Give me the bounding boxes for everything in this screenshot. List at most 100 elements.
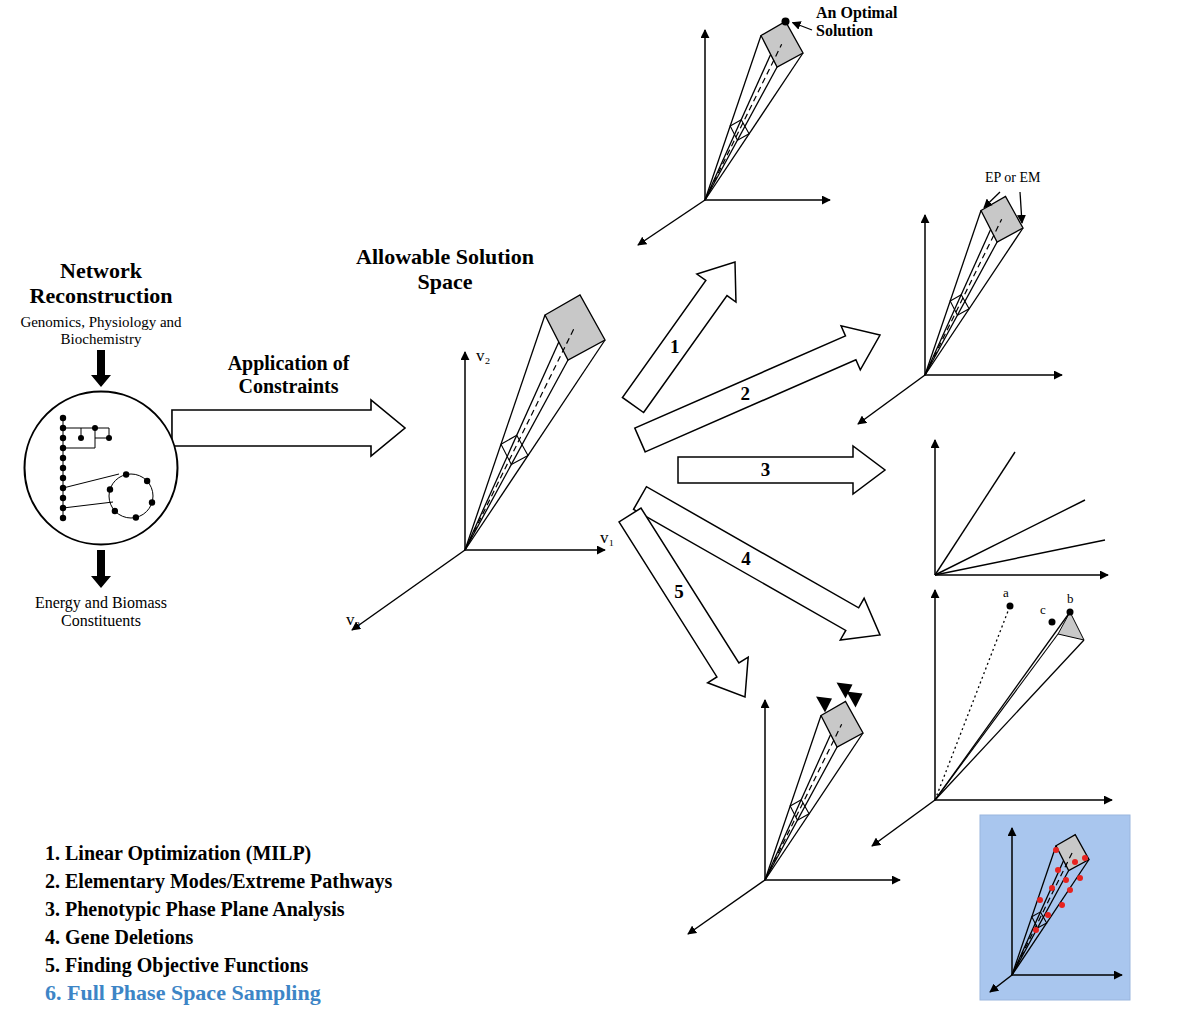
cone-axis — [465, 328, 575, 551]
solution-space-node: Allowable Solution Space — [405, 245, 620, 635]
metabolite-dot — [60, 415, 66, 421]
cone-axis — [1012, 853, 1072, 975]
metabolite-dot — [123, 471, 129, 477]
axis-line — [764, 700, 766, 880]
axis-line — [934, 440, 936, 575]
point-label: a — [1003, 586, 1009, 601]
callout-number: 1 — [670, 336, 680, 358]
list-item: 2. Elementary Modes/Extreme Pathways — [45, 870, 392, 893]
cone-axis — [925, 219, 1002, 375]
sample-dot — [1059, 902, 1065, 908]
deletion-line — [935, 606, 1010, 800]
solution-point — [1007, 603, 1014, 610]
metabolite-dot — [149, 499, 155, 505]
axis-line — [352, 550, 465, 630]
metabolite-dot — [60, 495, 66, 501]
cone-edge — [925, 228, 1023, 375]
cone-edge — [935, 640, 1084, 800]
axis-line — [638, 200, 705, 245]
objective-arrowhead — [847, 692, 863, 708]
list-item: 6. Full Phase Space Sampling — [45, 980, 321, 1005]
cone-axis — [765, 724, 842, 880]
metabolite-dot — [112, 508, 118, 514]
list-item: 1. Linear Optimization (MILP) — [45, 842, 311, 865]
sample-dot — [1077, 875, 1083, 881]
network-loop — [109, 474, 153, 518]
cone-axis — [705, 44, 782, 200]
callout-arrow — [793, 23, 813, 31]
cone-edge — [935, 634, 1058, 800]
cone-face — [545, 295, 605, 360]
metabolite-dot — [60, 425, 66, 431]
axis-line — [765, 879, 900, 881]
cone-edge — [705, 67, 777, 200]
cone-edge — [465, 360, 568, 550]
metabolite-dot — [60, 465, 66, 471]
cone-edge — [705, 53, 803, 200]
block-arrow — [635, 326, 880, 452]
sample-dot — [1055, 867, 1061, 873]
point-label: b — [1067, 592, 1074, 607]
node-subtitle: Genomics, Physiology and Biochemistry — [0, 314, 207, 348]
metabolite-dot — [144, 478, 150, 484]
axis-line — [858, 375, 925, 424]
axis-line — [1011, 828, 1013, 975]
node-text-block: Allowable Solution Space — [355, 245, 535, 294]
cone-edge — [765, 747, 837, 880]
sample-dot — [1033, 927, 1039, 933]
metabolite-dot — [60, 505, 66, 511]
cone-edge — [465, 340, 605, 550]
phase-line — [935, 540, 1105, 575]
metabolite-dot — [60, 455, 66, 461]
sampling-panel — [980, 815, 1130, 1000]
cone-face — [1056, 835, 1089, 871]
sample-dot — [1072, 859, 1078, 865]
cone-face — [821, 702, 863, 748]
metabolite-dot — [60, 445, 66, 451]
metabolite-dot — [107, 486, 113, 492]
block-arrow-connector — [172, 400, 405, 456]
callout-label: An Optimal Solution — [816, 4, 921, 41]
network-edge — [63, 428, 109, 448]
sample-dot — [1037, 897, 1043, 903]
metabolite-dot — [92, 425, 98, 431]
cone-edge — [925, 242, 997, 375]
axis-line — [935, 574, 1108, 576]
metabolite-dot — [60, 435, 66, 441]
callout-number: 4 — [741, 548, 751, 570]
cone-face — [761, 22, 803, 68]
metabolite-dot — [106, 435, 112, 441]
solution-point — [1067, 609, 1074, 616]
axis-line — [924, 215, 926, 375]
network-illustration — [23, 390, 179, 546]
node-heading: Allowable Solution Space — [355, 245, 535, 294]
callout-arrow — [984, 192, 1000, 208]
cone-face — [981, 197, 1023, 243]
list-item: 4. Gene Deletions — [45, 926, 193, 949]
metabolite-dot — [133, 514, 139, 520]
axis-line — [990, 975, 1012, 992]
solution-point — [1049, 619, 1056, 626]
flow-arrow — [91, 550, 111, 588]
list-item: 3. Phenotypic Phase Plane Analysis — [45, 898, 344, 921]
network-circle: Network ReconstructionGenomics, Physiolo… — [23, 390, 179, 546]
cone-edge — [1012, 871, 1069, 976]
cone-edge — [765, 716, 821, 881]
optimal-point — [782, 18, 790, 26]
callout-arrow — [1020, 192, 1022, 223]
cone-edge — [705, 36, 761, 201]
block-arrow — [622, 262, 736, 413]
flow-arrow — [91, 350, 111, 387]
axis-line — [872, 800, 935, 846]
cone-section — [950, 295, 969, 315]
cone-section — [730, 120, 749, 140]
objective-arrowhead — [816, 697, 832, 713]
connector-label: Application of Constraints — [213, 352, 363, 398]
sample-dot — [1063, 877, 1069, 883]
callout-number: 3 — [761, 459, 771, 481]
sample-dot — [1082, 855, 1088, 861]
cone-edge — [925, 211, 981, 376]
phase-line — [935, 452, 1015, 575]
cone-edge — [935, 612, 1070, 800]
block-arrow — [678, 446, 885, 494]
